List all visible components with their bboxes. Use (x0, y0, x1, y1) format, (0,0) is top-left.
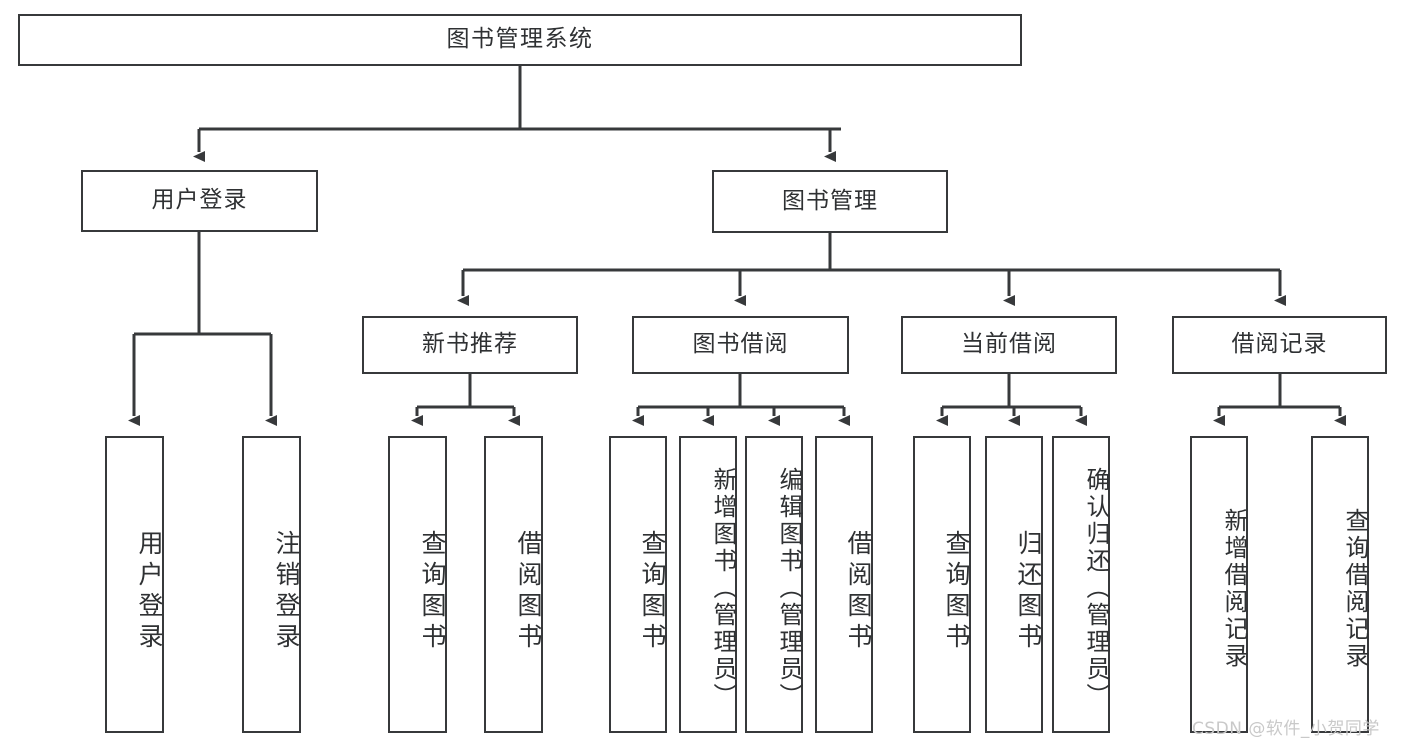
leaf-query-borrow-record[interactable]: 查询借阅记录 (1311, 436, 1369, 733)
node-book-borrow[interactable]: 图书借阅 (632, 316, 849, 374)
leaf-borrow-book[interactable]: 借阅图书 (815, 436, 873, 733)
leaf-borrow-book-newbook[interactable]: 借阅图书 (484, 436, 543, 733)
leaf-add-borrow-record[interactable]: 新增借阅记录 (1190, 436, 1248, 733)
leaf-query-book-current[interactable]: 查询图书 (913, 436, 971, 733)
node-root[interactable]: 图书管理系统 (18, 14, 1022, 66)
leaf-query-book-newbook[interactable]: 查询图书 (388, 436, 447, 733)
node-current-borrow[interactable]: 当前借阅 (901, 316, 1117, 374)
leaf-user-logout[interactable]: 注销登录 (242, 436, 301, 733)
leaf-return-book[interactable]: 归还图书 (985, 436, 1043, 733)
csdn-watermark: CSDN @软件_小贺同学 (1192, 719, 1380, 739)
node-user-login[interactable]: 用户登录 (81, 170, 318, 232)
leaf-query-book-borrow[interactable]: 查询图书 (609, 436, 667, 733)
node-book-management[interactable]: 图书管理 (712, 170, 948, 233)
leaf-add-book-admin[interactable]: 新增图书（管理员） (679, 436, 737, 733)
leaf-confirm-return-admin[interactable]: 确认归还（管理员） (1052, 436, 1110, 733)
node-new-book-recommend[interactable]: 新书推荐 (362, 316, 578, 374)
leaf-user-login[interactable]: 用户登录 (105, 436, 164, 733)
node-borrow-record[interactable]: 借阅记录 (1172, 316, 1387, 374)
leaf-edit-book-admin[interactable]: 编辑图书（管理员） (745, 436, 803, 733)
